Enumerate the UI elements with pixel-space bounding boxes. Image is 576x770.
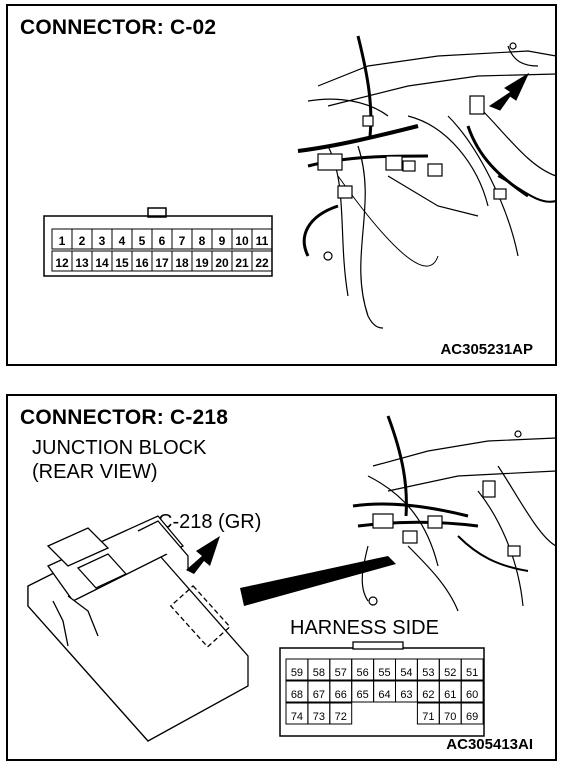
- c02-pin-3: 3: [99, 234, 106, 248]
- c02-pin-11: 11: [256, 234, 269, 248]
- c02-pin-20: 20: [215, 256, 229, 270]
- junction-block-illustration: [27, 515, 249, 742]
- c02-pin-6: 6: [159, 234, 166, 248]
- connector-c218-panel: CONNECTOR: C-218 JUNCTION BLOCK (REAR VI…: [6, 394, 557, 761]
- connector-c218-figure-code: AC305413AI: [446, 736, 533, 753]
- c02-pin-11-cell: [251, 228, 273, 250]
- dashboard-wiring-illustration: [297, 35, 557, 329]
- c218-pin-60-cell: [460, 680, 484, 703]
- c02-pin-13: 13: [75, 256, 89, 270]
- c02-pin-16: 16: [135, 256, 149, 270]
- callout-arrow: [186, 536, 220, 574]
- c218-pin-71: 71: [422, 711, 434, 723]
- c02-pin-10: 10: [235, 234, 249, 248]
- c218-pin-62: 62: [422, 689, 434, 701]
- connector-c218-drawing: 59 58 57 56 55 54 53 52 51 68 67 66 65 64 63 62 61 60 74 73…: [27, 415, 557, 742]
- c02-pin-15: 15: [115, 256, 129, 270]
- connector-c218-face: 59 58 57 56 55 54 53 52 51 68 67 66 65 64 63 62 61 60 74 73…: [279, 641, 485, 737]
- c218-pin-74: 74: [291, 711, 303, 723]
- c02-pin-1: 1: [59, 234, 66, 248]
- c218-pin-53: 53: [422, 667, 434, 679]
- c218-pin-70: 70: [444, 711, 456, 723]
- c218-pin-59: 59: [291, 667, 303, 679]
- c218-pin-69-cell: [460, 702, 484, 725]
- c02-pin-2: 2: [79, 234, 86, 248]
- c218-pin-51: 51: [466, 667, 478, 679]
- connector-c218-pin-grid: 59 58 57 56 55 54 53 52 51 68 67 66 65 64 63 62 61 60 74 73…: [285, 658, 484, 725]
- c218-pin-52: 52: [444, 667, 456, 679]
- connector-c02-title: CONNECTOR: C-02: [20, 16, 217, 39]
- c218-pin-66: 66: [335, 689, 347, 701]
- connector-callout-label: C-218 (GR): [158, 511, 262, 533]
- c218-pin-65: 65: [357, 689, 369, 701]
- c02-pin-12: 12: [55, 256, 69, 270]
- c218-pin-73: 73: [313, 711, 325, 723]
- c218-pin-51-cell: [460, 658, 484, 681]
- c02-pin-21: 21: [235, 256, 249, 270]
- c218-pin-55: 55: [378, 667, 390, 679]
- location-label-line2: (REAR VIEW): [32, 461, 158, 483]
- connector-c218-title: CONNECTOR: C-218: [20, 406, 229, 429]
- c02-pin-19: 19: [195, 256, 209, 270]
- c02-pin-4: 4: [119, 234, 126, 248]
- connector-c02-figure-code: AC305231AP: [440, 341, 533, 358]
- c02-pin-22-cell: [251, 250, 273, 272]
- c218-pin-57: 57: [335, 667, 347, 679]
- c218-pin-68: 68: [291, 689, 303, 701]
- c218-pin-64: 64: [378, 689, 390, 701]
- c02-pin-7: 7: [179, 234, 186, 248]
- c218-pin-69: 69: [466, 711, 478, 723]
- harness-side-label: HARNESS SIDE: [290, 617, 439, 639]
- c02-pin-18: 18: [175, 256, 189, 270]
- c218-pin-54: 54: [400, 667, 412, 679]
- c218-pin-60: 60: [466, 689, 478, 701]
- c218-pin-61: 61: [444, 689, 456, 701]
- c02-pin-5: 5: [139, 234, 146, 248]
- c218-pin-63: 63: [400, 689, 412, 701]
- c02-pin-17: 17: [155, 256, 169, 270]
- dashboard-wiring-illustration-2: [352, 415, 557, 612]
- location-label-line1: JUNCTION BLOCK: [32, 437, 207, 459]
- c218-pin-72-cell: [329, 702, 353, 725]
- location-arrow: [488, 72, 530, 111]
- c218-pin-72: 72: [335, 711, 347, 723]
- c218-pin-67: 67: [313, 689, 325, 701]
- c02-pin-8: 8: [199, 234, 206, 248]
- c02-pin-22: 22: [255, 256, 269, 270]
- c02-pin-9: 9: [219, 234, 226, 248]
- c218-pin-58: 58: [313, 667, 325, 679]
- c02-pin-14: 14: [95, 256, 109, 270]
- c218-pin-56: 56: [357, 667, 369, 679]
- zoom-wedge: [240, 556, 396, 606]
